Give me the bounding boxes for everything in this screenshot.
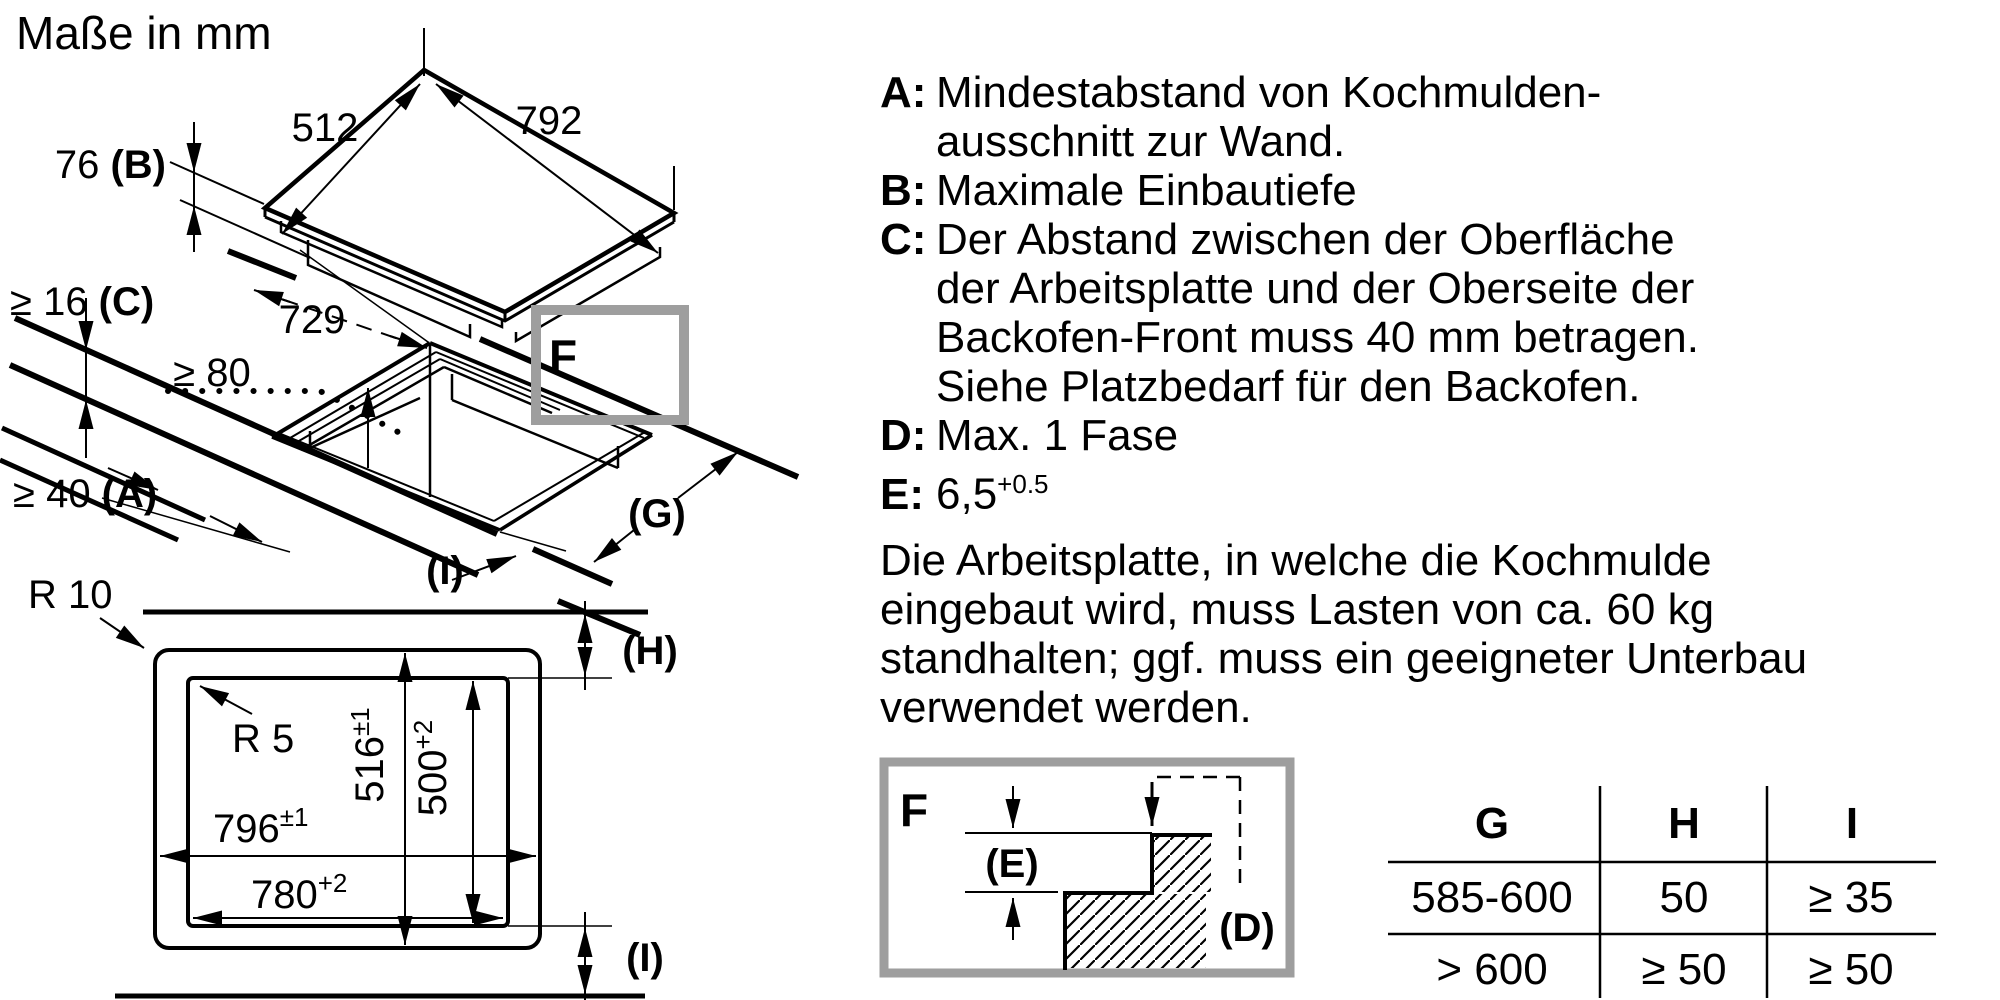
- radius-r5-label: R 5: [232, 717, 294, 761]
- legend-key-b: B:: [880, 166, 927, 215]
- dim-512: 512: [281, 28, 425, 235]
- dim-792: 792: [435, 83, 675, 254]
- dim-40-a: ≥ 40 (A): [13, 467, 291, 553]
- detail-f-frame: [879, 757, 1295, 978]
- cooktop-housing: [279, 221, 662, 344]
- table-cell-r2-h: ≥ 50: [1641, 945, 1726, 994]
- legend-item-c-line3: Backofen-Front muss 40 mm betragen.: [936, 313, 1699, 362]
- legend-item-c-line1: C:Der Abstand zwischen der Oberfläche: [880, 215, 1675, 264]
- legend: A:Mindestabstand von Kochmulden- ausschn…: [880, 68, 1699, 519]
- dim-16-c: ≥ 16 (C): [10, 280, 154, 458]
- detail-e-label: (E): [985, 842, 1038, 886]
- radius-r5: R 5: [199, 685, 294, 761]
- dim-i-iso: (I): [426, 531, 567, 593]
- dim-76-b: 76 (B): [55, 122, 202, 252]
- note-line-1: Die Arbeitsplatte, in welche die Kochmul…: [880, 536, 1712, 585]
- worktop-section-hatch-lower: [1066, 894, 1206, 968]
- legend-item-d: D:Max. 1 Fase: [880, 411, 1179, 460]
- dim-796-label: 796±1: [213, 802, 308, 851]
- table-cell-r1-i: ≥ 35: [1808, 873, 1893, 922]
- table-cell-r2-g: > 600: [1436, 945, 1547, 994]
- plan-view: (H) (I) R 10 R 5 516±1: [28, 573, 678, 1000]
- legend-key-d: D:: [880, 411, 927, 460]
- note-line-4: verwendet werden.: [880, 683, 1252, 732]
- dim-g-label: (G): [628, 492, 686, 536]
- legend-item-a-line2: ausschnitt zur Wand.: [936, 117, 1346, 166]
- dim-h-label: (H): [622, 629, 678, 673]
- dim-76-b-label: 76 (B): [55, 143, 166, 187]
- dim-780-label: 780+2: [251, 868, 347, 917]
- dim-i-plan-label: (I): [626, 936, 664, 980]
- dim-g: (G): [593, 451, 739, 563]
- worktop-note-paragraph: Die Arbeitsplatte, in welche die Kochmul…: [880, 536, 1807, 732]
- table-header-i: I: [1846, 799, 1858, 848]
- dim-500: 500+2: [408, 681, 481, 923]
- ghi-table: G H I 585-600 50 ≥ 35 > 600 ≥ 50 ≥ 50: [1388, 786, 1936, 998]
- legend-key-e: E:: [880, 469, 924, 519]
- detail-callout-f: F: [531, 305, 689, 425]
- page-title: Maße in mm: [16, 7, 272, 59]
- legend-item-a-line1: A:Mindestabstand von Kochmulden-: [880, 68, 1602, 117]
- dim-729-label: 729: [279, 298, 346, 342]
- detail-f-view: F (E) (D): [879, 757, 1295, 978]
- legend-item-c-line2: der Arbeitsplatte und der Oberseite der: [936, 264, 1695, 313]
- cutout-rect: [186, 676, 510, 928]
- dim-40-a-label: ≥ 40 (A): [13, 472, 157, 516]
- dim-796: 796±1: [160, 802, 536, 864]
- dim-16-c-label: ≥ 16 (C): [10, 280, 154, 324]
- table-cell-r2-i: ≥ 50: [1808, 945, 1893, 994]
- worktop-section-hatch-upper: [1153, 836, 1211, 892]
- legend-key-a: A:: [880, 68, 927, 117]
- detail-callout-label: F: [549, 330, 577, 382]
- dim-80: ≥ 80: [165, 351, 401, 468]
- legend-item-e: E:6,5+0.5: [880, 469, 1049, 519]
- extension-lines-b: [169, 161, 311, 259]
- oven-front-dashed-outline: [1157, 775, 1242, 888]
- table-header-h: H: [1668, 799, 1700, 848]
- detail-d-label: (D): [1219, 906, 1275, 950]
- hob-outline-rect: [153, 648, 542, 950]
- isometric-view: 512 792 76 (B) ≥ 16 (C): [0, 28, 800, 638]
- legend-key-c: C:: [880, 215, 927, 264]
- dim-516-label: 516±1: [345, 707, 392, 802]
- dim-h: (H): [577, 601, 678, 690]
- detail-callout-frame: [531, 305, 689, 425]
- note-line-2: eingebaut wird, muss Lasten von ca. 60 k…: [880, 585, 1715, 634]
- note-line-3: standhalten; ggf. muss ein geeigneter Un…: [880, 634, 1808, 683]
- table-cell-r1-h: 50: [1660, 873, 1709, 922]
- table-cell-r1-g: 585-600: [1411, 873, 1572, 922]
- legend-e-tolerance: +0.5: [997, 469, 1049, 499]
- legend-item-c-line4: Siehe Platzbedarf für den Backofen.: [936, 362, 1641, 411]
- dim-80-label: ≥ 80: [173, 351, 251, 395]
- dim-780: 780+2: [193, 868, 503, 926]
- dim-i-iso-label: (I): [426, 549, 464, 593]
- dim-729: 729: [253, 289, 428, 349]
- table-header-g: G: [1475, 799, 1509, 848]
- radius-r10: R 10: [28, 573, 145, 649]
- dim-500-label: 500+2: [408, 720, 455, 816]
- radius-r10-label: R 10: [28, 573, 113, 617]
- dim-516: 516±1: [345, 653, 413, 945]
- detail-f-label: F: [900, 784, 928, 836]
- worktop-cutout: [270, 341, 653, 532]
- dim-512-label: 512: [292, 106, 359, 150]
- projection-line: [299, 249, 429, 343]
- dim-792-label: 792: [516, 99, 583, 143]
- wall-edge-lines: [0, 425, 207, 543]
- legend-item-b: B:Maximale Einbautiefe: [880, 166, 1357, 215]
- worktop-step-profile: [1063, 833, 1212, 970]
- dim-i-plan: (I): [577, 912, 664, 1000]
